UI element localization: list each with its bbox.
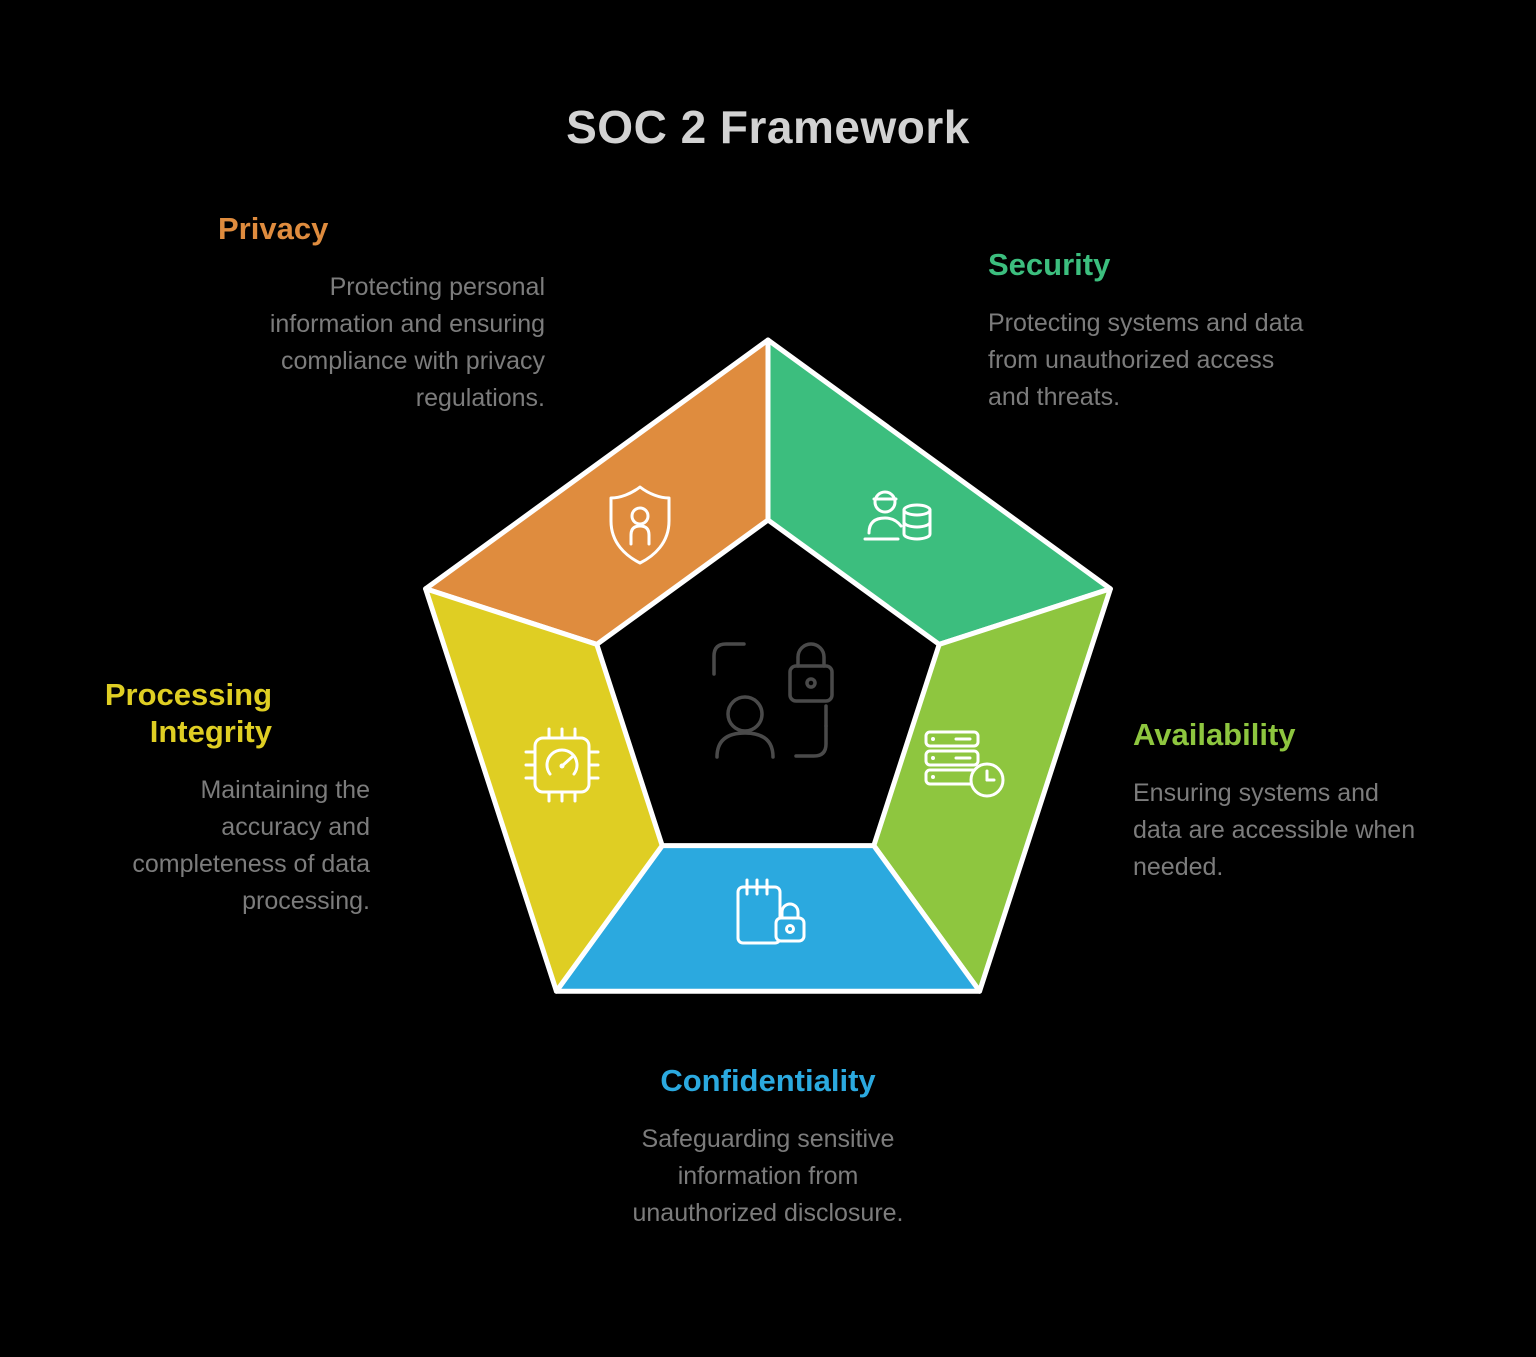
processing-integrity-description: Maintaining the accuracy and completenes… [132,776,370,916]
segment-processing-integrity [423,586,665,994]
confidentiality-description: Safeguarding sensitive information from … [632,1125,904,1228]
confidentiality-label-block: Confidentiality Safeguarding sensitive i… [608,1062,928,1232]
confidentiality-heading: Confidentiality [660,1063,876,1098]
pentagon-ring [423,337,1113,994]
security-heading: Security [988,247,1111,282]
processing-integrity-heading: Processing Integrity [104,677,272,750]
server-clock-icon [924,730,1005,798]
availability-heading: Availability [1133,717,1296,752]
privacy-label-block: Privacy Protecting personal information … [218,210,545,417]
identity-scan-lock-icon [712,642,834,759]
availability-description: Ensuring systems and data are accessible… [1133,779,1416,882]
security-description: Protecting systems and data from unautho… [988,309,1304,412]
segment-icons [524,485,1005,945]
availability-label-block: Availability Ensuring systems and data a… [1133,716,1433,886]
processing-integrity-label-block: Processing Integrity Maintaining the acc… [70,676,370,920]
notepad-lock-icon [736,878,806,945]
shield-user-icon [609,485,671,565]
security-label-block: Security Protecting systems and data fro… [988,246,1308,416]
hacker-database-icon [863,490,932,541]
page-title: SOC 2 Framework [566,101,970,153]
chip-gauge-icon [524,727,600,803]
privacy-heading: Privacy [218,211,329,246]
privacy-description: Protecting personal information and ensu… [269,273,545,413]
